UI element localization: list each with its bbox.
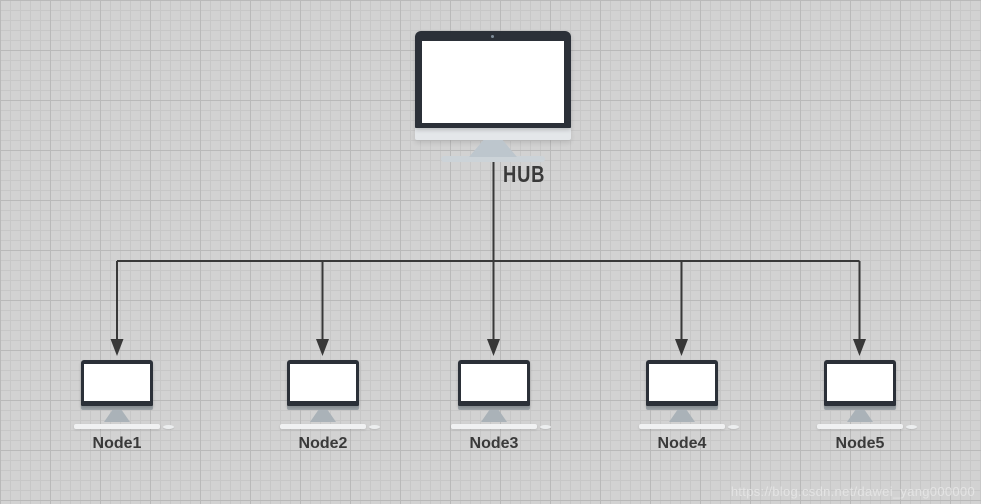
node-monitor-chin <box>287 406 359 410</box>
node-device-1: Node1 <box>57 360 177 453</box>
mouse-icon <box>728 425 739 429</box>
mouse-icon <box>540 425 551 429</box>
hub-label: HUB <box>503 161 546 187</box>
node-monitor-icon <box>287 360 359 406</box>
hub-screen <box>422 41 564 123</box>
node-monitor-stand <box>669 410 695 422</box>
hub-monitor-icon <box>415 31 571 128</box>
arrowhead-node2 <box>316 339 329 356</box>
camera-dot-icon <box>491 35 494 38</box>
node-monitor-icon <box>81 360 153 406</box>
keyboard-icon <box>817 424 917 429</box>
node-label: Node1 <box>92 435 142 452</box>
node-screen <box>649 364 715 401</box>
node-label: Node4 <box>657 435 707 452</box>
node-screen <box>461 364 527 401</box>
arrowhead-node1 <box>110 339 124 356</box>
node-monitor-chin <box>646 406 718 410</box>
node-device-2: Node2 <box>263 360 383 453</box>
arrowhead-node3 <box>487 339 500 356</box>
keyboard-icon <box>280 424 380 429</box>
node-monitor-chin <box>458 406 530 410</box>
hub-monitor-chin <box>415 128 571 140</box>
mouse-icon <box>369 425 380 429</box>
node-label: Node5 <box>835 435 885 452</box>
hub-device <box>415 31 571 162</box>
node-monitor-chin <box>81 406 153 410</box>
node-device-3: Node3 <box>434 360 554 453</box>
hub-monitor-base <box>441 156 545 162</box>
node-screen <box>290 364 356 401</box>
node-monitor-stand <box>847 410 873 422</box>
watermark-url: https://blog.csdn.net/dawei_yang000000 <box>730 484 975 499</box>
node-screen <box>84 364 150 401</box>
node-monitor-chin <box>824 406 896 410</box>
node-monitor-stand <box>104 410 130 422</box>
node-label: Node2 <box>298 435 348 452</box>
node-device-4: Node4 <box>622 360 742 453</box>
node-monitor-icon <box>458 360 530 406</box>
keyboard-icon <box>451 424 551 429</box>
node-monitor-stand <box>481 410 507 422</box>
node-screen <box>827 364 893 401</box>
mouse-icon <box>906 425 917 429</box>
arrowhead-node5 <box>853 339 866 356</box>
node-monitor-icon <box>646 360 718 406</box>
node-monitor-stand <box>310 410 336 422</box>
hub-monitor-stand <box>469 140 517 157</box>
node-device-5: Node5 <box>800 360 920 453</box>
mouse-icon <box>163 425 174 429</box>
keyboard-icon <box>74 424 174 429</box>
node-label: Node3 <box>469 435 519 452</box>
arrowhead-node4 <box>675 339 688 356</box>
keyboard-icon <box>639 424 739 429</box>
node-monitor-icon <box>824 360 896 406</box>
